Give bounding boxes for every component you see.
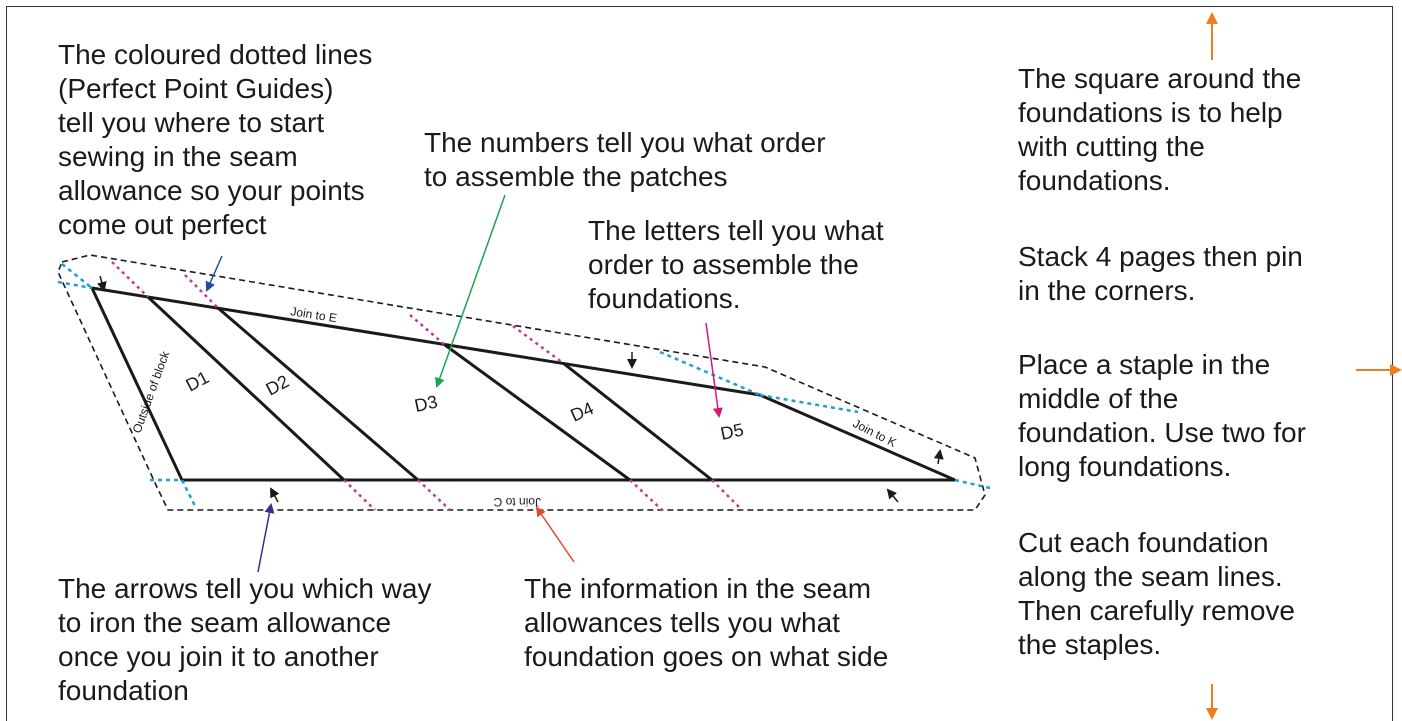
page-frame [6,6,1393,721]
press-arrow [270,487,280,503]
seam-label-left: Outside of block [130,348,173,435]
seam-line-d2-d3 [217,306,419,482]
point-guide-cyan [659,350,761,397]
point-guide-cyan [57,280,93,290]
patch-label-d4: D4 [567,398,596,426]
note-stack-pages: Stack 4 pages then pin in the corners. [1018,241,1303,306]
press-arrow [886,488,899,503]
point-guide-pink [184,274,219,309]
patch-label-d5: D5 [719,420,746,444]
point-guide-cyan [180,479,198,509]
press-arrow [96,275,107,292]
callout-arrow-letters [705,322,723,418]
patch-label-d2: D2 [262,371,292,399]
seam-line-d1-d2 [146,295,346,482]
point-guide-cyan [61,263,93,289]
point-guide-pink [417,479,451,511]
point-guide-pink [629,479,663,511]
point-guide-pink [409,314,446,346]
seam-line-d4-d5 [562,361,713,482]
note-point-guides: The coloured dotted lines (Perfect Point… [58,39,373,240]
note-cutting-square: The square around the foundations is to … [1018,63,1302,196]
point-guide-pink [343,479,376,511]
foundation-outline [89,286,956,482]
note-staple: Place a staple in the middle of the foun… [1018,349,1306,482]
note-cut-foundation: Cut each foundation along the seam lines… [1018,527,1296,660]
note-foundation-letters: The letters tell you what order to assem… [588,215,884,314]
patch-label-d3: D3 [413,392,440,416]
callout-arrow-seam-info [535,506,575,563]
point-guide-pink [111,261,149,298]
patch-label-d1: D1 [182,367,212,395]
seam-line-d3-d4 [444,343,631,482]
callout-arrow-numbers [434,194,506,388]
note-seam-info: The information in the seam allowances t… [524,573,889,672]
seam-allowance-outline [57,254,986,511]
point-guide-cyan [954,478,991,490]
press-arrow [933,449,944,465]
point-guide-pink [512,324,564,365]
point-guide-pink [711,479,743,511]
note-pressing-arrows: The arrows tell you which way to iron th… [58,573,432,706]
note-patch-numbers: The numbers tell you what order to assem… [424,127,826,192]
callout-arrow-arrows [257,503,275,573]
seam-label-bottom: Join to C [493,495,541,509]
point-guide-cyan [759,393,859,414]
callout-arrow-guides [205,255,223,292]
